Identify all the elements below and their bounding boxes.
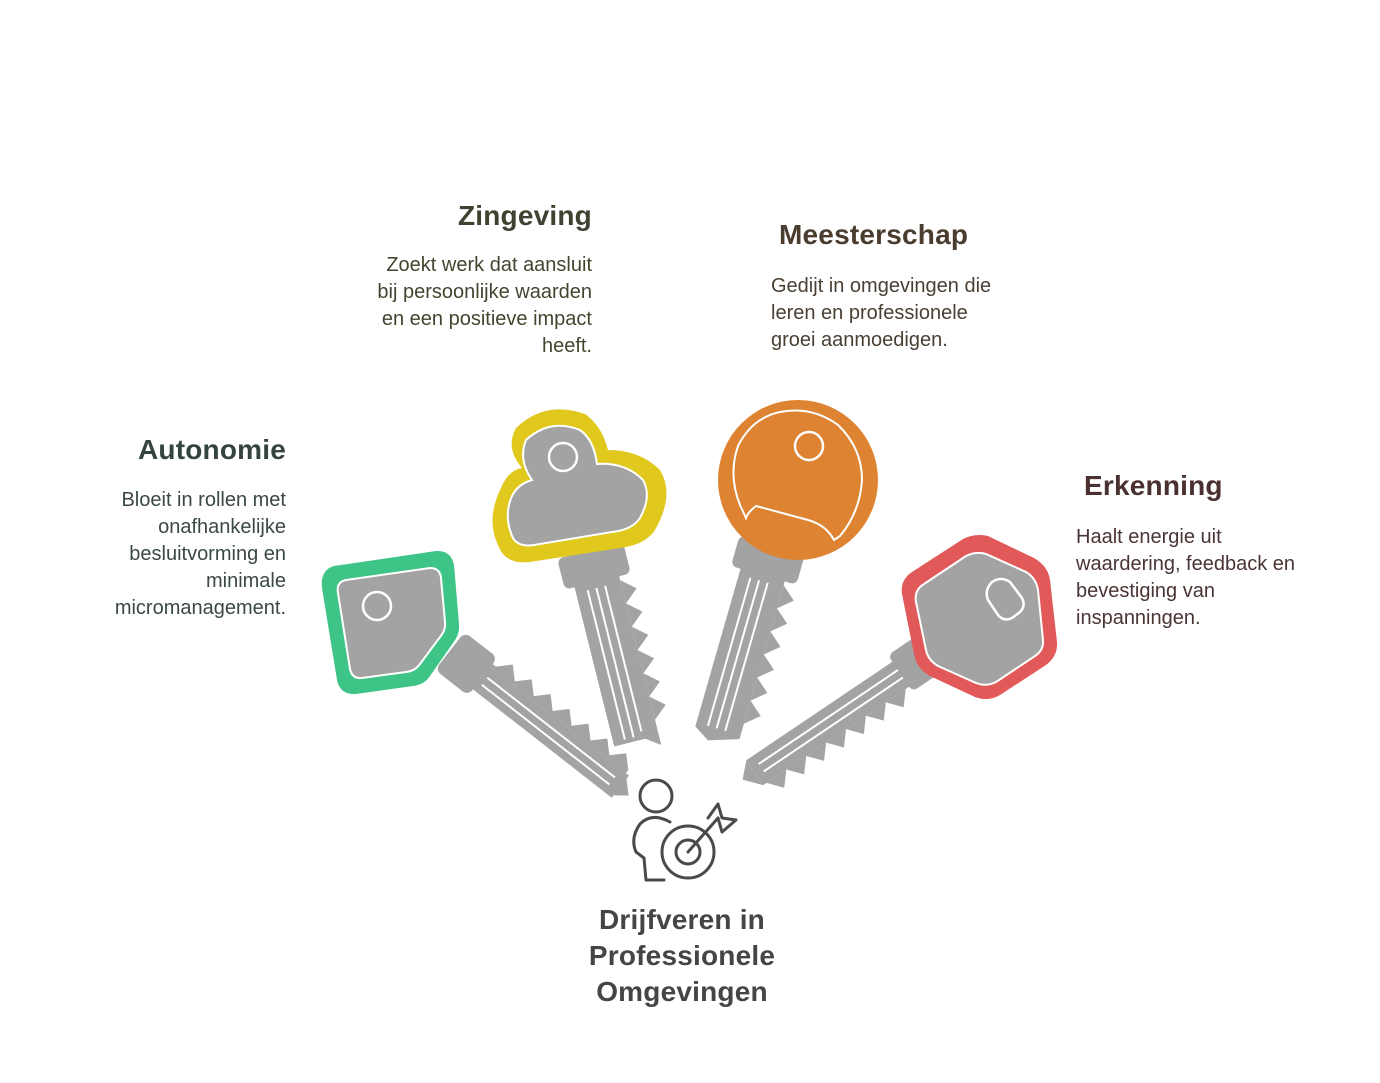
meesterschap-block: Meesterschap Gedijt in omgevingen die le… (771, 219, 1041, 354)
description-line: micromanagement. (114, 597, 286, 619)
autonomie-title: Autonomie (137, 434, 286, 465)
description-line: besluitvorming en (129, 543, 286, 565)
square-key-icon (321, 550, 629, 798)
description-line: leren en professionele (771, 302, 968, 324)
center-title-line: Professionele (588, 940, 776, 971)
description-line: Bloeit in rollen met (121, 489, 286, 511)
autonomie-description: Bloeit in rollen met onafhankelijke besl… (60, 487, 286, 622)
description-line: minimale (205, 570, 286, 592)
description-line: groei aanmoedigen. (771, 329, 948, 351)
zingeving-title: Zingeving (457, 200, 592, 231)
description-line: Haalt energie uit (1076, 526, 1222, 548)
erkenning-title: Erkenning (1084, 470, 1223, 501)
meesterschap-title: Meesterschap (779, 219, 969, 250)
center-title-line: Omgevingen (596, 976, 768, 1007)
description-line: Zoekt werk dat aansluit (386, 254, 592, 276)
description-line: bevestiging van (1076, 580, 1215, 602)
description-line: en een positieve impact (381, 308, 592, 330)
description-line: heeft. (541, 335, 592, 357)
center-title: Drijfveren in Professionele Omgevingen (540, 902, 824, 1010)
zingeving-block: Zingeving Zoekt werk dat aansluit bij pe… (330, 200, 592, 360)
description-line: bij persoonlijke waarden (377, 281, 592, 303)
zingeving-description: Zoekt werk dat aansluit bij persoonlijke… (330, 252, 592, 360)
round-key-icon (695, 400, 878, 741)
erkenning-description: Haalt energie uit waardering, feedback e… (1076, 524, 1356, 632)
description-line: inspanningen. (1076, 607, 1201, 629)
center-title-block: Drijfveren in Professionele Omgevingen (540, 902, 824, 1010)
meesterschap-description: Gedijt in omgevingen die leren en profes… (771, 273, 1041, 354)
erkenning-block: Erkenning Haalt energie uit waardering, … (1076, 470, 1356, 632)
description-line: onafhankelijke (158, 516, 286, 538)
person-target-icon (632, 778, 738, 882)
description-line: Gedijt in omgevingen die (771, 275, 992, 297)
autonomie-block: Autonomie Bloeit in rollen met onafhanke… (60, 434, 286, 622)
center-title-line: Drijfveren in (599, 904, 765, 935)
description-line: waardering, feedback en (1076, 553, 1296, 575)
hexagon-key-icon (742, 535, 1058, 788)
cloud-key-icon (492, 409, 667, 747)
